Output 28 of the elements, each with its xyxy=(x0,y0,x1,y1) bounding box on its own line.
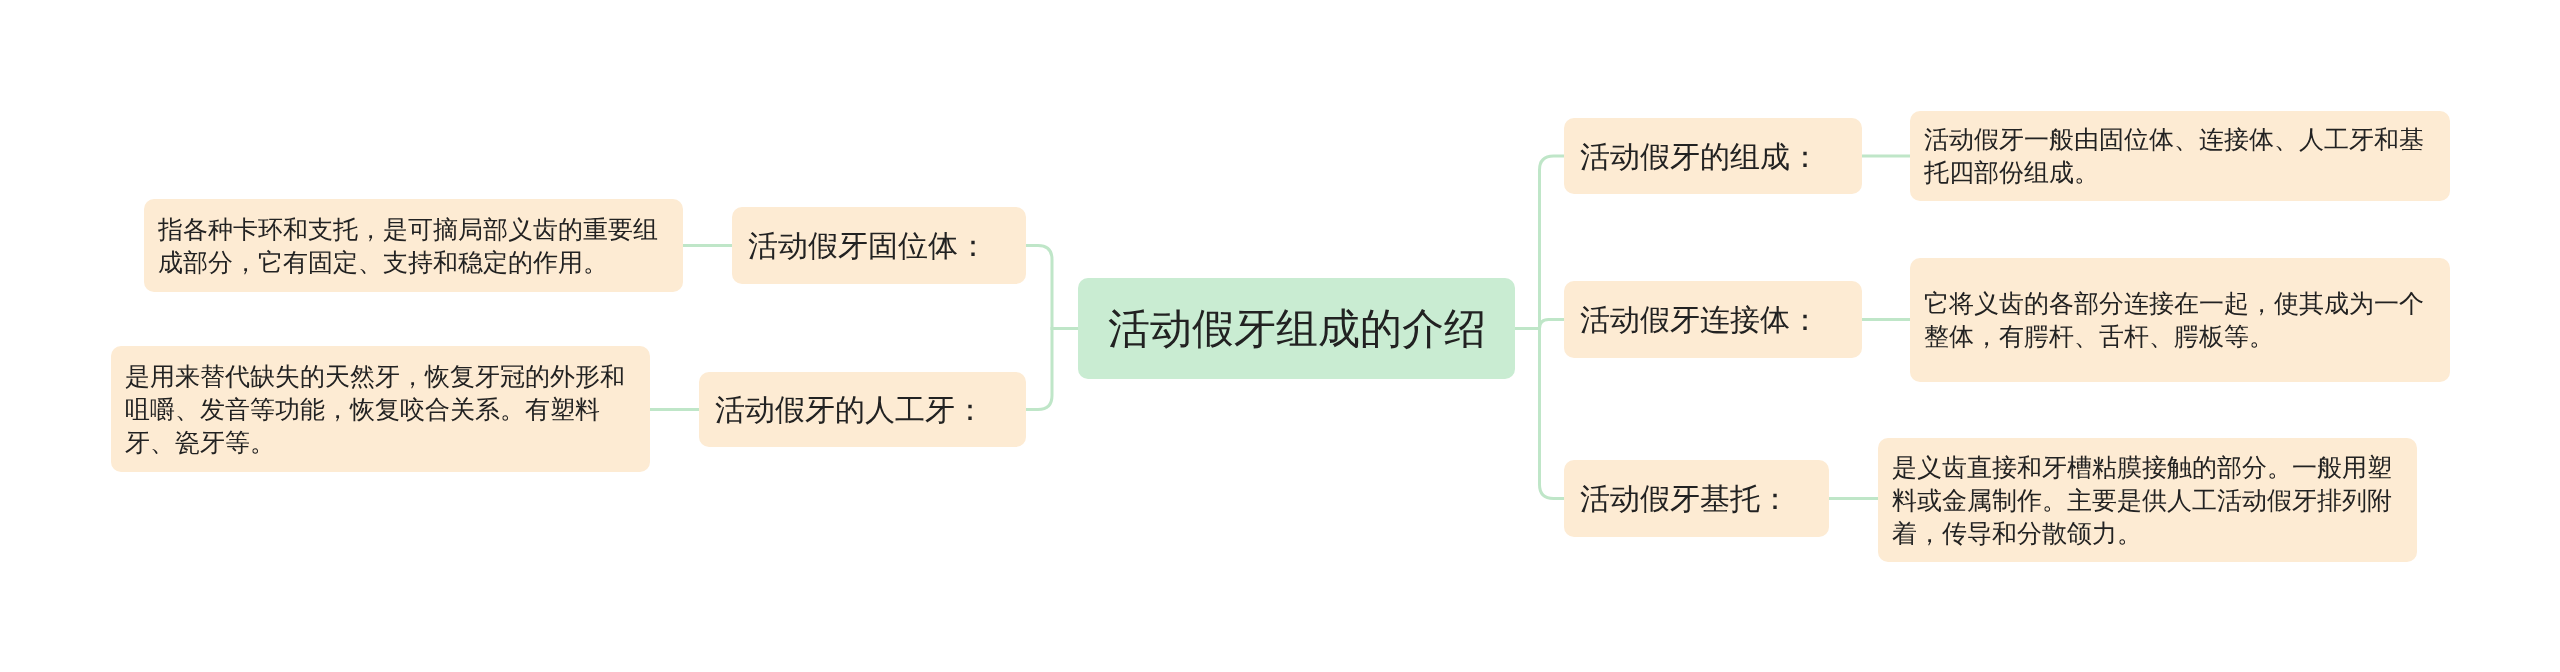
topic-box xyxy=(732,207,1026,284)
topic-box xyxy=(1564,281,1862,358)
topic-text: 它将义齿的各部分连接在一起，使其成为一个整体，有腭杆、舌杆、腭板等。 xyxy=(1924,288,2425,353)
connector-line xyxy=(1862,318,1910,321)
description-box xyxy=(1878,438,2417,562)
description-box xyxy=(1910,111,2450,201)
central-topic xyxy=(1078,278,1515,379)
topic-box xyxy=(1564,460,1829,537)
connector-line xyxy=(1862,154,1910,158)
topic-text: 活动假牙基托： xyxy=(1580,480,1790,518)
topic-text: 是用来替代缺失的天然牙，恢复牙冠的外形和咀嚼、发音等功能，恢复咬合关系。有塑料牙、瓷牙等。 xyxy=(125,360,626,459)
connector-line xyxy=(650,408,699,411)
description-box xyxy=(144,199,683,292)
topic-text: 活动假牙的人工牙： xyxy=(715,391,985,429)
connector-line xyxy=(683,244,732,247)
topic-text: 是义齿直接和牙槽粘膜接触的部分。一般用塑料或金属制作。主要是供人工活动假牙排列附着，传导和分散颌力。 xyxy=(1892,451,2393,550)
topic-text: 活动假牙一般由固位体、连接体、人工牙和基托四部份组成。 xyxy=(1924,124,2425,189)
topic-text: 活动假牙固位体： xyxy=(748,227,988,265)
description-box xyxy=(1910,258,2450,382)
connector-line xyxy=(1515,327,1564,500)
topic-box xyxy=(699,372,1026,447)
description-box xyxy=(111,346,650,472)
connector-line xyxy=(1829,497,1878,500)
topic-box xyxy=(1564,118,1862,194)
topic-text: 活动假牙组成的介绍 xyxy=(1107,303,1486,355)
topic-text: 活动假牙的组成： xyxy=(1580,137,1820,176)
topic-text: 指各种卡环和支托，是可摘局部义齿的重要组成部分，它有固定、支持和稳定的作用。 xyxy=(158,213,659,279)
topic-text: 活动假牙连接体： xyxy=(1580,301,1820,339)
